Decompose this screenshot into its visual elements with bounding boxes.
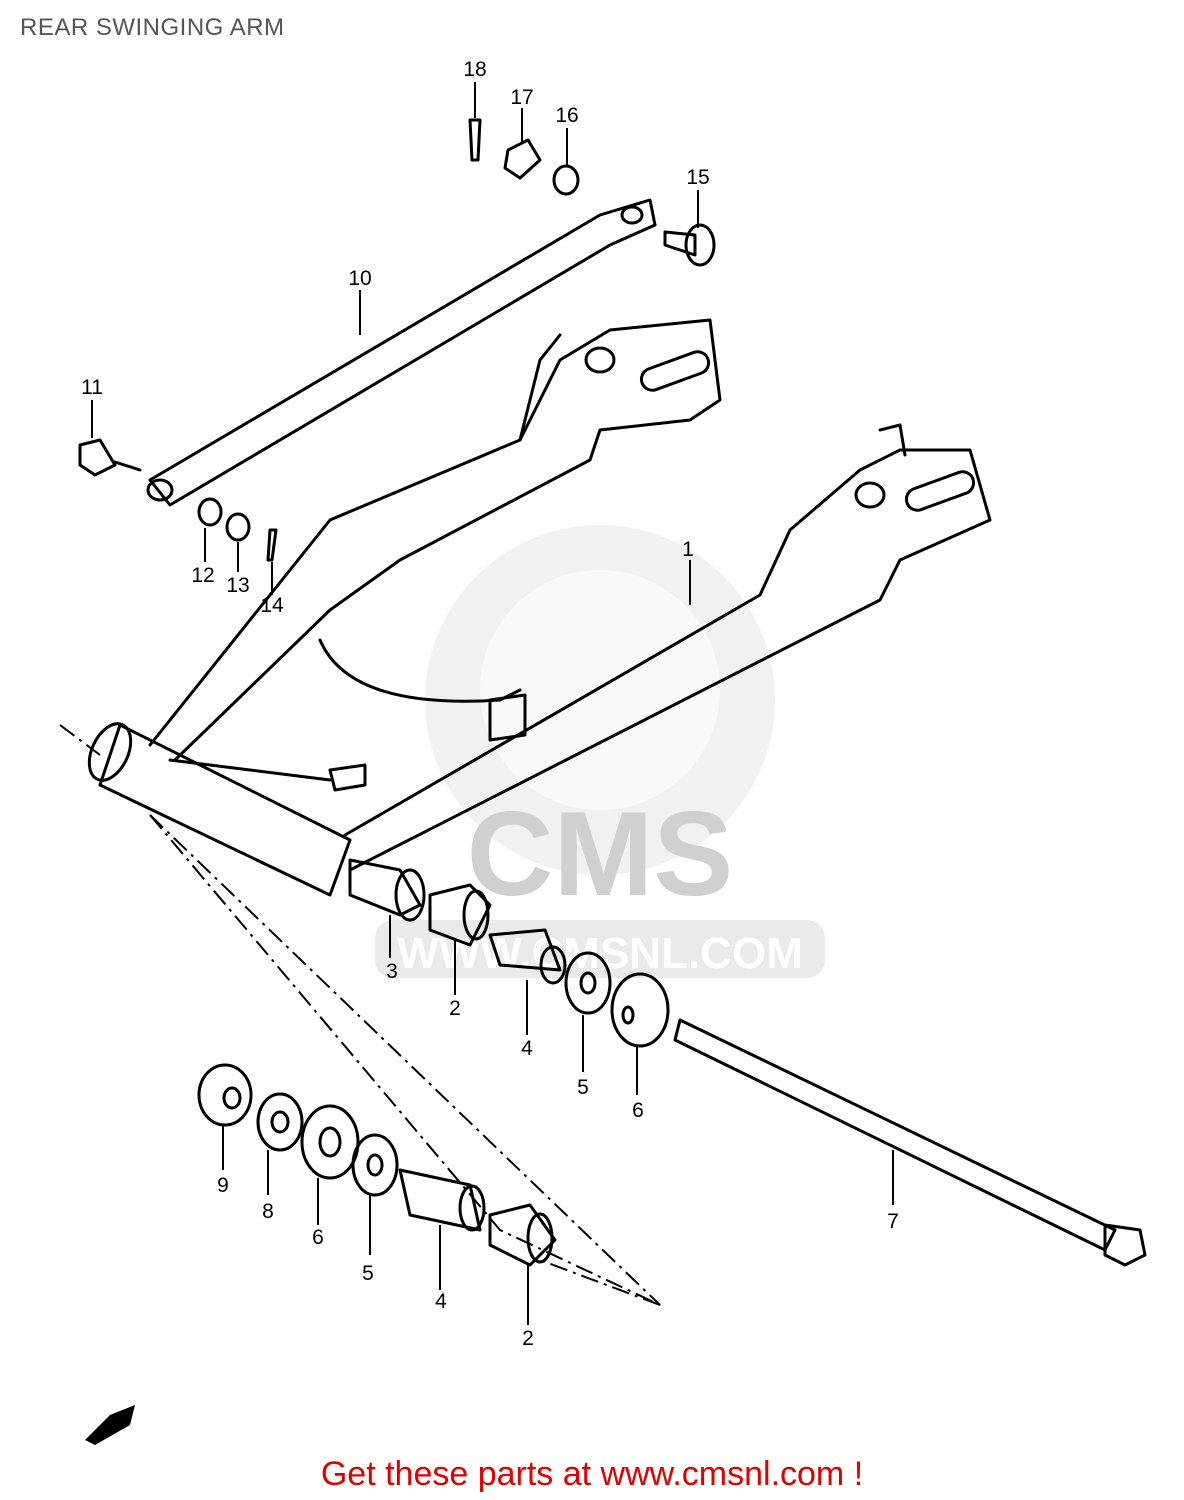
callout-15: 15 (686, 166, 709, 189)
watermark-brand: CMS (467, 787, 734, 921)
front-arrow-icon (85, 1405, 135, 1445)
pivot-parts-lower (197, 1063, 557, 1267)
callout-14: 14 (260, 594, 284, 617)
callout-8: 8 (262, 1200, 274, 1223)
callout-17: 17 (510, 86, 533, 109)
callout-11: 11 (81, 376, 103, 399)
callout-6-upper: 6 (632, 1099, 644, 1122)
callout-13: 13 (226, 574, 249, 597)
leader-lines (91, 82, 894, 1325)
pivot-shaft-part-7 (673, 1018, 1147, 1267)
callout-7: 7 (887, 1210, 899, 1233)
diagram-title: REAR SWINGING ARM (20, 14, 285, 41)
footer-link[interactable]: Get these parts at www.cmsnl.com ! (320, 1455, 864, 1493)
callout-1: 1 (682, 538, 694, 561)
callout-6-lower: 6 (312, 1226, 324, 1249)
assembly-guide-lines (59, 724, 661, 1306)
callout-2-upper: 2 (449, 997, 461, 1020)
watermark-url: WWW.CMSNL.COM (397, 929, 803, 978)
callout-9: 9 (217, 1174, 229, 1197)
cms-watermark: CMS WWW.CMSNL.COM (375, 525, 825, 978)
brace-part-10 (146, 198, 657, 507)
callout-3: 3 (386, 960, 398, 983)
callout-5-lower: 5 (362, 1262, 374, 1285)
fasteners-top (78, 118, 716, 562)
callout-10: 10 (348, 267, 371, 290)
callout-4-lower: 4 (435, 1290, 447, 1313)
callouts: 18 17 16 15 10 11 12 13 14 1 3 2 4 5 6 7… (81, 58, 899, 1350)
callout-2-lower: 2 (522, 1327, 534, 1350)
callout-16: 16 (555, 104, 578, 127)
callout-12: 12 (191, 564, 214, 587)
callout-18: 18 (463, 58, 486, 81)
swing-arm-frame (87, 318, 992, 897)
callout-5-upper: 5 (577, 1076, 589, 1099)
callout-4-upper: 4 (521, 1037, 533, 1060)
pivot-parts-upper (348, 858, 670, 1048)
